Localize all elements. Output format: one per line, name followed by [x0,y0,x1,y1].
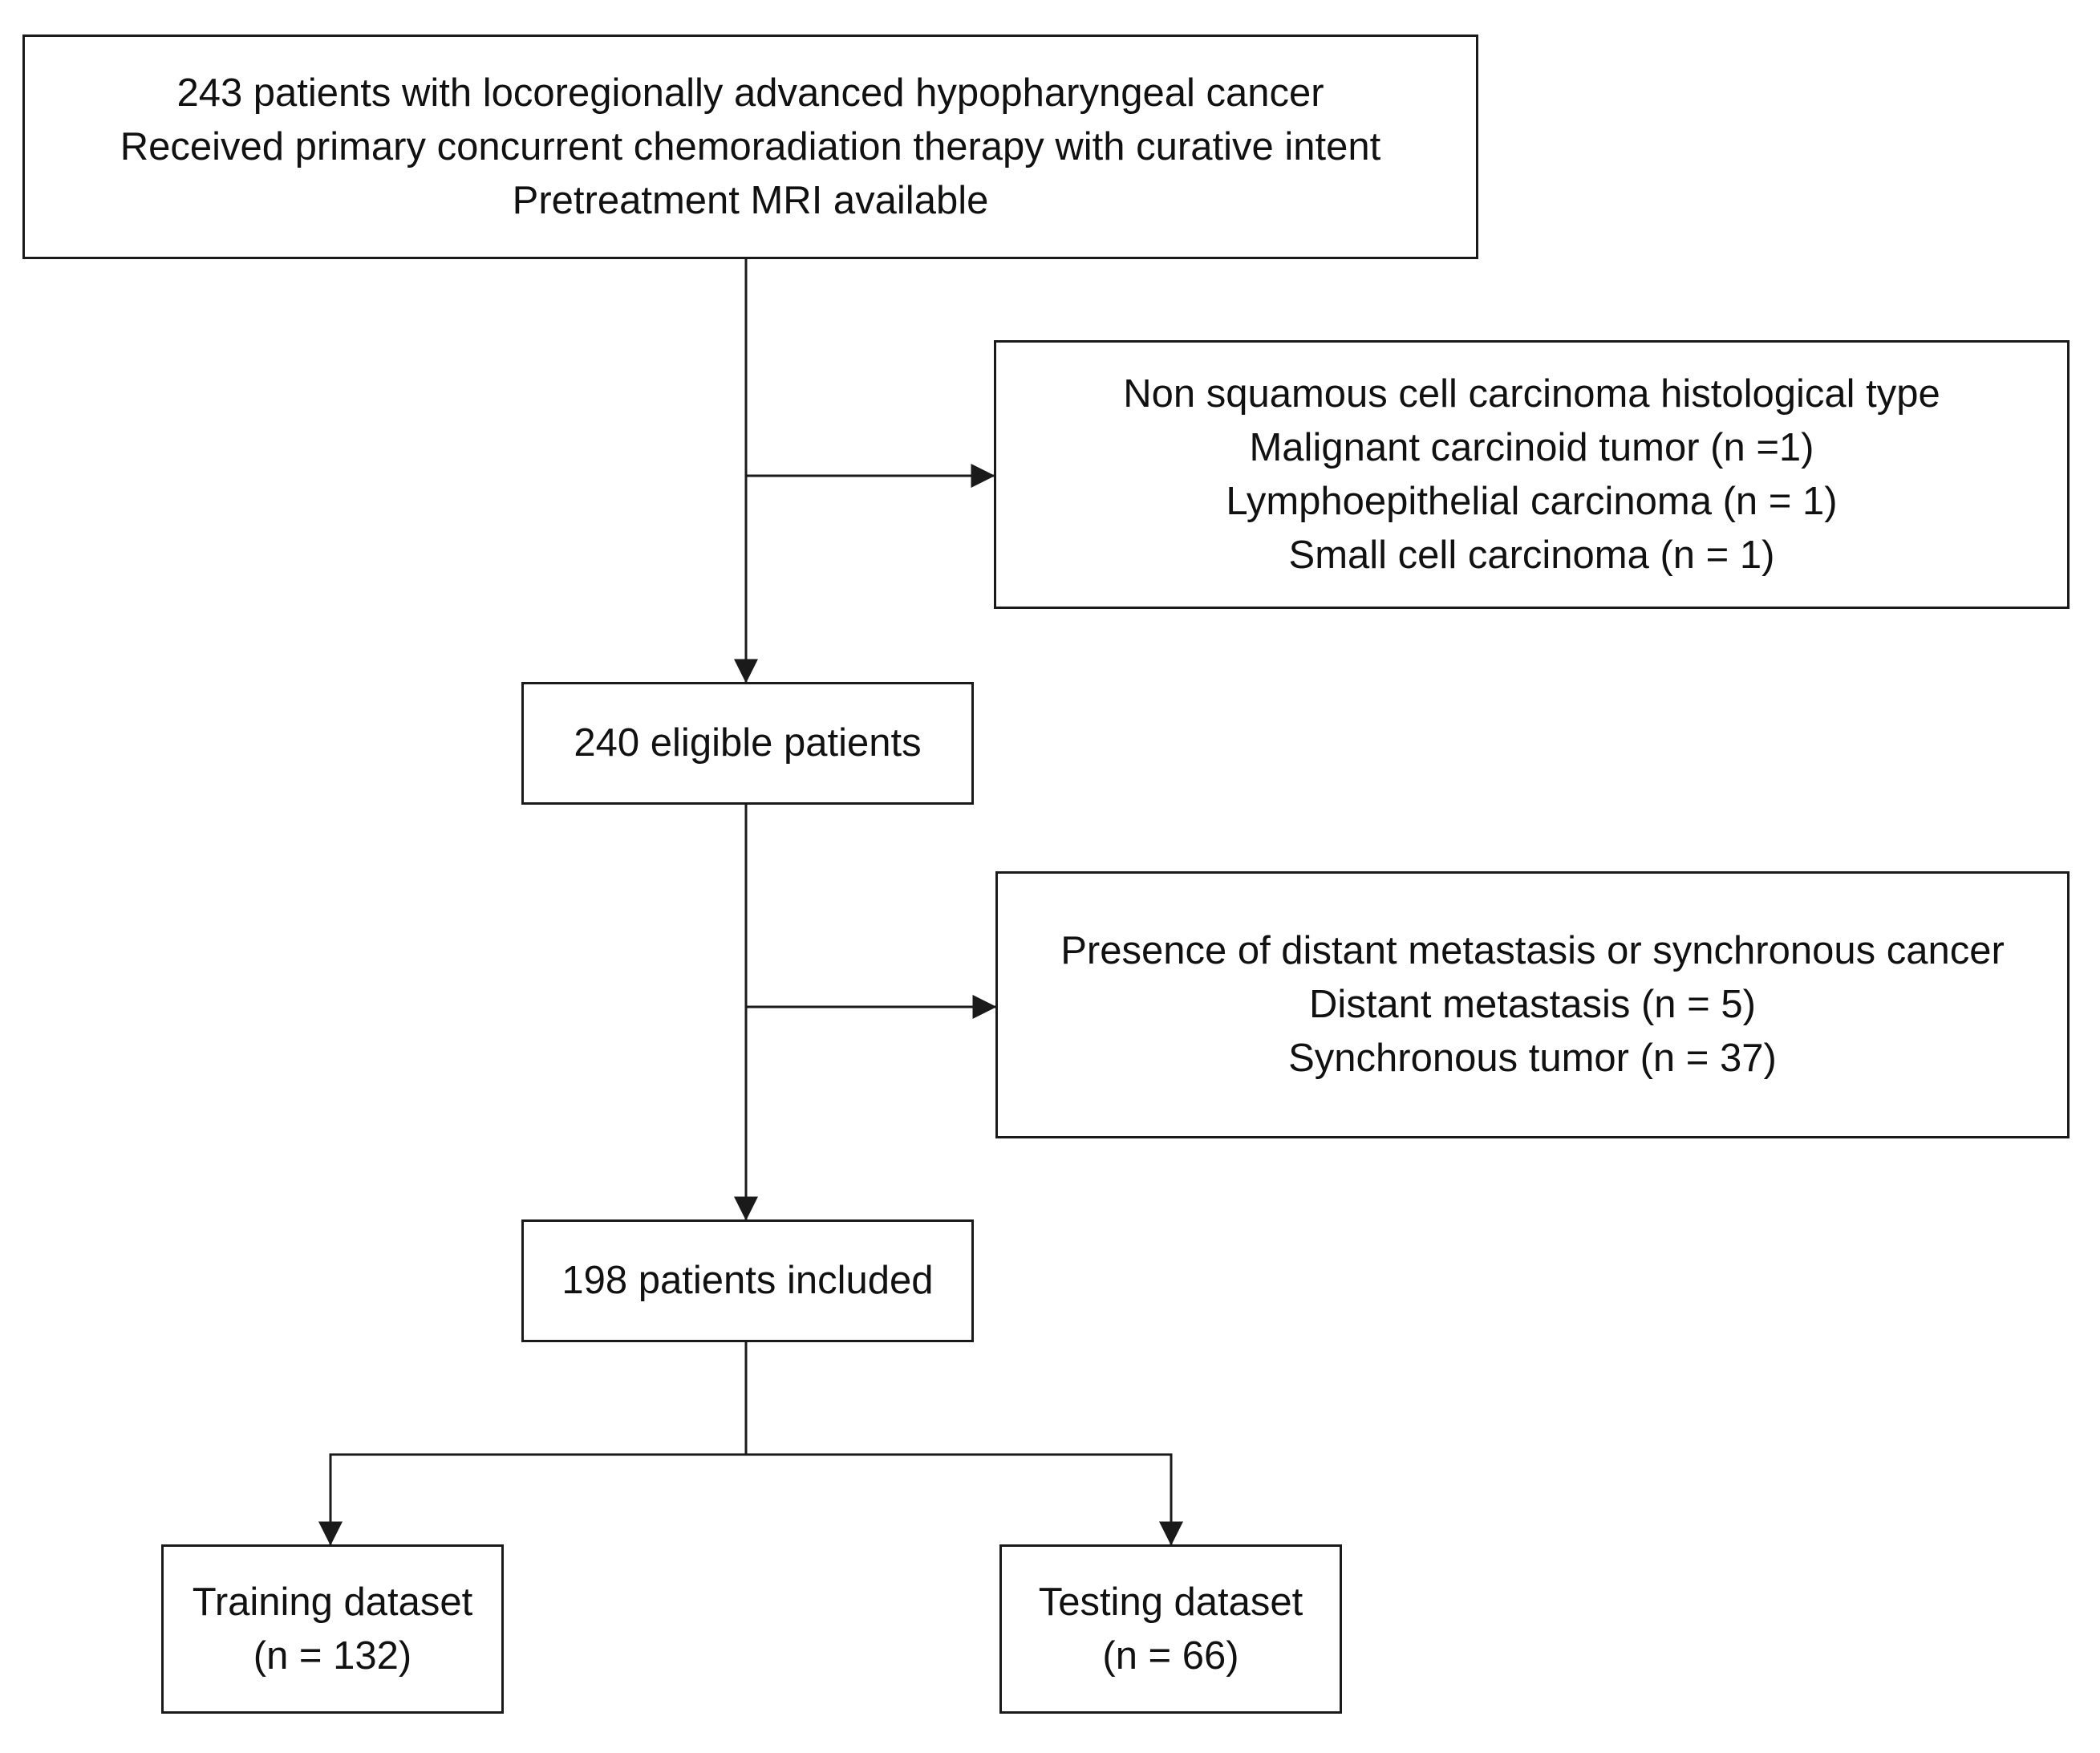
box-eligible-patients: 240 eligible patients [521,682,974,805]
box-exclusion-metastasis: Presence of distant metastasis or synchr… [995,871,2070,1138]
eligible-patients-line: 240 eligible patients [574,721,922,765]
box-initial-cohort: 243 patients with locoregionally advance… [22,34,1478,259]
box-testing-dataset: Testing dataset (n = 66) [999,1544,1342,1714]
initial-cohort-line: Pretreatment MRI available [512,178,989,222]
exclusion-metastasis-line: Distant metastasis (n = 5) [1309,983,1756,1026]
initial-cohort-line: Received primary concurrent chemoradiati… [120,124,1381,168]
testing-dataset-line: Testing dataset [1038,1580,1303,1624]
box-included-patients: 198 patients included [521,1219,974,1342]
training-dataset-line: (n = 132) [253,1633,412,1678]
box-training-dataset: Training dataset (n = 132) [161,1544,504,1714]
initial-cohort-line: 243 patients with locoregionally advance… [176,71,1324,115]
exclusion-metastasis-line: Presence of distant metastasis or synchr… [1060,929,2005,972]
exclusion-histology-line: Small cell carcinoma (n = 1) [1288,533,1775,577]
box-exclusion-histology: Non squamous cell carcinoma histological… [994,340,2070,609]
testing-dataset-line: (n = 66) [1102,1633,1239,1678]
included-patients-line: 198 patients included [561,1259,934,1302]
exclusion-histology-line: Lymphoepithelial carcinoma (n = 1) [1226,479,1838,523]
training-dataset-line: Training dataset [192,1580,473,1624]
exclusion-histology-line: Malignant carcinoid tumor (n =1) [1249,425,1814,469]
exclusion-metastasis-line: Synchronous tumor (n = 37) [1288,1037,1777,1080]
exclusion-histology-line: Non squamous cell carcinoma histological… [1123,371,1940,416]
